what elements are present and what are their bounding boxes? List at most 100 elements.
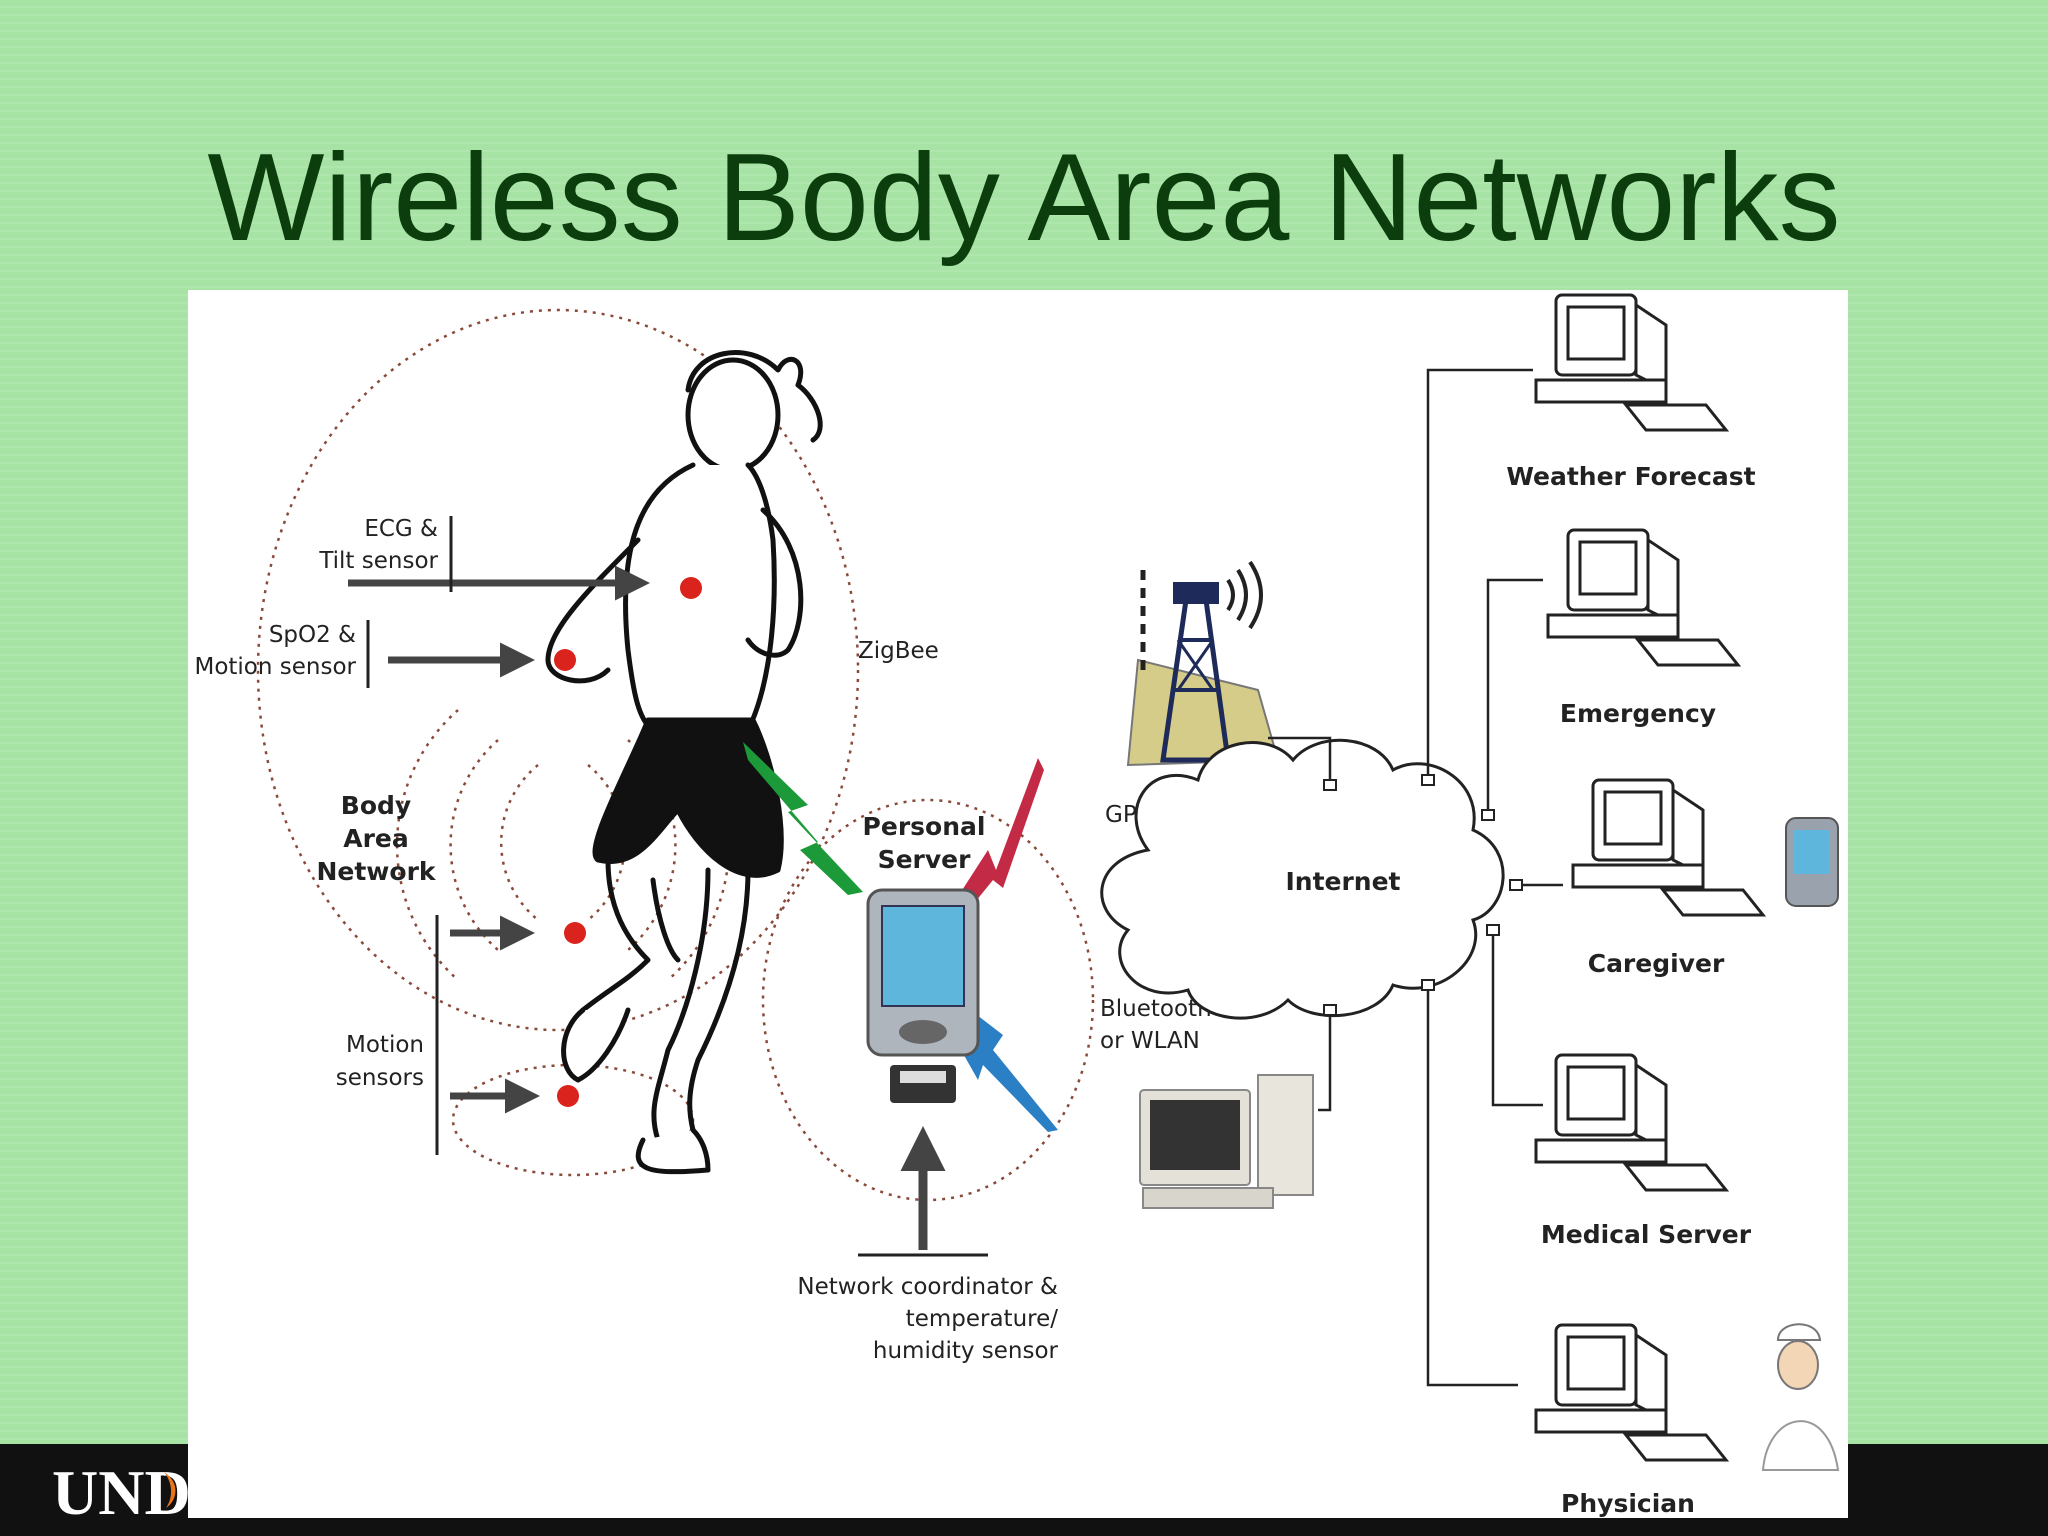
tower-top [1173, 582, 1219, 604]
sensor-dot-knee [564, 922, 586, 944]
endpoint-computer-weather [1534, 293, 1730, 432]
endpoint-screen [1603, 790, 1663, 846]
runner-hair [685, 350, 804, 393]
runner-figure [545, 350, 823, 1175]
node-medical [1486, 924, 1500, 936]
pc-screen [1150, 1100, 1240, 1170]
line-medical [1491, 930, 1543, 1107]
node-emergency [1481, 809, 1495, 821]
runner-front-leg-2 [687, 867, 751, 1133]
logo-text: UND [52, 1457, 191, 1528]
node-tower [1323, 779, 1337, 791]
pda-screen [881, 905, 965, 1007]
sensor-dot-ankle [557, 1085, 579, 1107]
runner-front-shoe [635, 1127, 711, 1175]
motion-label-line1: Motion [346, 1032, 424, 1058]
endpoint-monitor-back [1671, 787, 1705, 878]
endpoint-monitor-back [1634, 1062, 1668, 1153]
coordinator-label-line2: temperature/ [906, 1306, 1059, 1332]
endpoint-monitor-back [1634, 1332, 1668, 1423]
ban-left-arc-2 [449, 739, 499, 951]
endpoint-base [1534, 1138, 1668, 1164]
line-weather [1426, 368, 1533, 782]
desktop-pc-icon [1139, 1074, 1314, 1209]
ban-right-arc-1 [667, 709, 731, 981]
ban-left-arc-3 [499, 764, 539, 921]
endpoint-label-weather: Weather Forecast [1506, 462, 1755, 491]
endpoint-computer-caregiver [1571, 778, 1767, 917]
pda-icon [866, 888, 980, 1103]
endpoint-base [1571, 863, 1705, 889]
network-lines [1268, 368, 1563, 1387]
spo2-label-line1: SpO2 & [269, 622, 356, 648]
nurse-icon [1761, 1323, 1840, 1471]
pda-module-display [900, 1071, 946, 1083]
runner-back-leg-2 [650, 877, 681, 963]
endpoint-screen [1566, 305, 1626, 361]
ban-outer-ring [256, 308, 860, 1032]
endpoint-label-emergency: Emergency [1560, 699, 1716, 728]
endpoint-keyboard [1634, 638, 1742, 667]
spo2-label-line2: Motion sensor [194, 654, 356, 680]
cell-tower-icon [1126, 560, 1280, 767]
endpoint-keyboard [1622, 403, 1730, 432]
endpoint-label-medical: Medical Server [1541, 1220, 1752, 1249]
ban-label-line1: Body [341, 791, 411, 820]
ban-label-line2: Area [343, 824, 409, 853]
coordinator-label-line3: humidity sensor [873, 1338, 1059, 1364]
sensor-dot-chest [680, 577, 702, 599]
endpoint-keyboard [1659, 888, 1767, 917]
pda-button [899, 1020, 947, 1044]
node-pc [1323, 1004, 1337, 1016]
ban-right-arc-2 [627, 739, 677, 951]
nurse-cap [1776, 1323, 1822, 1341]
endpoint-base [1534, 1408, 1668, 1434]
personal-server-label-line1: Personal [863, 812, 986, 841]
motion-label-line2: sensors [336, 1065, 424, 1091]
pda-coordinator-module [890, 1065, 956, 1103]
runner-back-shoe [561, 1007, 631, 1083]
wban-diagram: ECG & Tilt sensor SpO2 & Motion sensor B… [194, 293, 1840, 1518]
ban-left-arc-1 [395, 709, 459, 981]
endpoint-label-caregiver: Caregiver [1588, 949, 1725, 978]
endpoint-monitor-back [1634, 302, 1668, 393]
runner-front-leg [651, 867, 711, 1143]
endpoint-computer-physician [1534, 1323, 1730, 1462]
sensor-dot-wrist [554, 649, 576, 671]
endpoint-base [1546, 613, 1680, 639]
ecg-label-line1: ECG & [364, 516, 438, 542]
nurse-body [1761, 1420, 1840, 1471]
endpoint-screen [1566, 1065, 1626, 1121]
runner-ponytail [795, 382, 823, 443]
left-label-brackets [366, 516, 453, 1155]
runner-back-leg [580, 857, 651, 1013]
pc-keyboard [1142, 1187, 1274, 1209]
left-label-arrows [348, 565, 650, 1114]
endpoint-screen [1566, 1335, 1626, 1391]
und-logo: UND [52, 1457, 191, 1528]
internet-label: Internet [1285, 867, 1400, 896]
ban-label-line3: Network [316, 857, 436, 886]
internet-cloud [1100, 738, 1505, 1020]
node-weather [1421, 774, 1435, 786]
endpoint-screen [1578, 540, 1638, 596]
tower-signal-waves [1226, 560, 1263, 630]
line-tower-internet [1268, 736, 1332, 785]
endpoint-computer-medical [1534, 1053, 1730, 1192]
endpoint-base [1534, 378, 1668, 404]
endpoint-monitor-back [1646, 537, 1680, 628]
slide-title: Wireless Body Area Networks [207, 129, 1841, 267]
coordinator-label-line1: Network coordinator & [797, 1274, 1058, 1300]
runner-head [685, 357, 781, 473]
runner-shorts [592, 717, 784, 878]
diagram-panel: ECG & Tilt sensor SpO2 & Motion sensor B… [188, 290, 1848, 1518]
line-pc-internet [1318, 1010, 1332, 1112]
runner-torso [623, 462, 777, 733]
runner-left-arm [545, 537, 641, 684]
zigbee-label: ZigBee [858, 638, 939, 664]
bluetooth-label-line2: or WLAN [1100, 1028, 1200, 1054]
endpoint-label-physician: Physician [1561, 1489, 1695, 1518]
personal-server-label-line2: Server [878, 845, 972, 874]
endpoint-keyboard [1622, 1163, 1730, 1192]
network-nodes [1323, 774, 1523, 1016]
